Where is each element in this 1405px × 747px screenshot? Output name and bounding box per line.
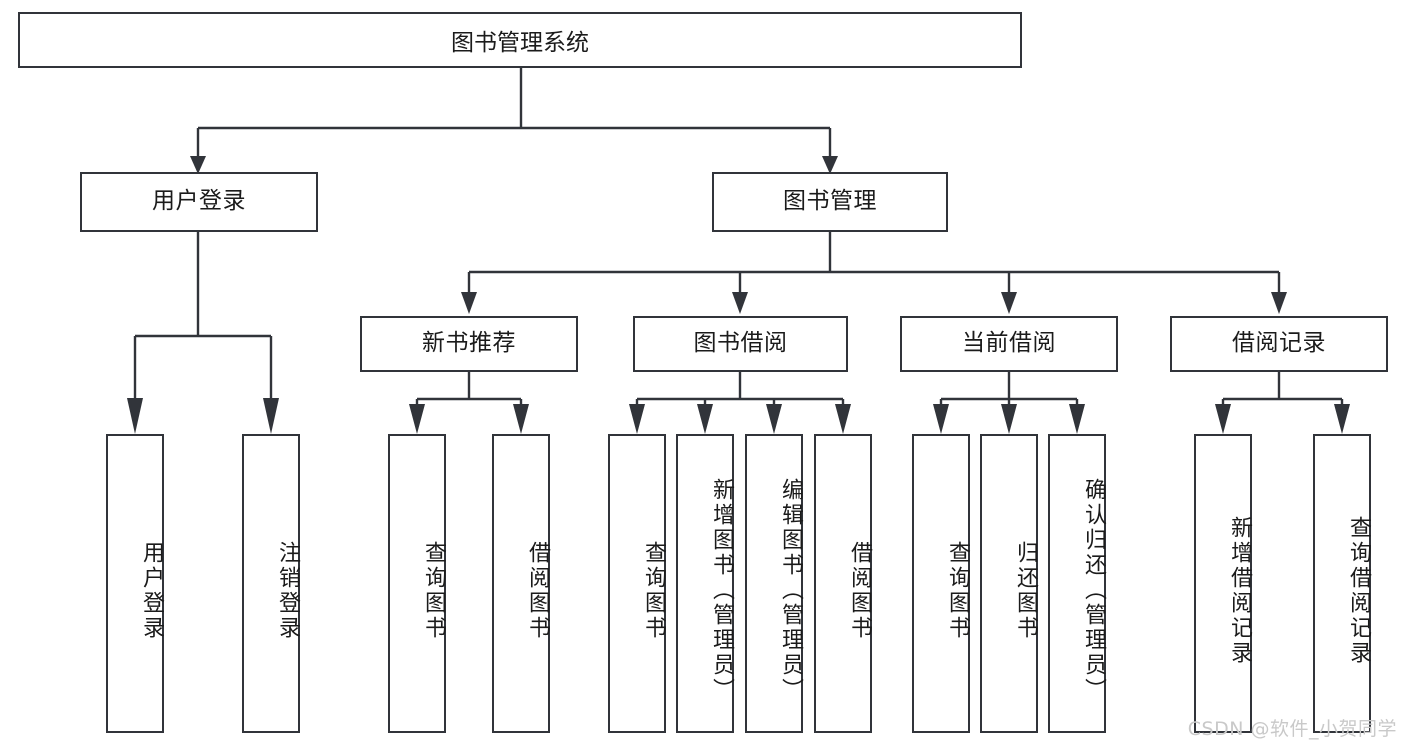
arrow-borrow-record [1271,292,1287,314]
arrow-nb-leaf-1 [409,404,425,434]
node-borrow-record[interactable]: 借阅记录 [1170,316,1388,372]
arrow-bb-leaf-2 [697,404,713,434]
arrow-new-book [461,292,477,314]
node-book-management[interactable]: 图书管理 [712,172,948,232]
arrow-leaf-user-login [127,398,143,434]
leaf-confirm-return-admin[interactable]: 确认归还（管理员） [1048,434,1106,733]
arrow-bb-leaf-4 [835,404,851,434]
node-root-system[interactable]: 图书管理系统 [18,12,1022,68]
arrow-book-borrow [732,292,748,314]
arrow-bb-leaf-3 [766,404,782,434]
leaf-add-borrow-record[interactable]: 新增借阅记录 [1194,434,1252,733]
leaf-add-book-admin[interactable]: 新增图书（管理员） [676,434,734,733]
leaf-query-book-borrow[interactable]: 查询图书 [608,434,666,733]
arrow-cb-leaf-3 [1069,404,1085,434]
node-user-login[interactable]: 用户登录 [80,172,318,232]
leaf-borrow-book[interactable]: 借阅图书 [814,434,872,733]
arrow-leaf-logout [263,398,279,434]
leaf-return-book[interactable]: 归还图书 [980,434,1038,733]
leaf-edit-book-admin[interactable]: 编辑图书（管理员） [745,434,803,733]
arrow-cb-leaf-2 [1001,404,1017,434]
leaf-query-book-recommend[interactable]: 查询图书 [388,434,446,733]
node-book-borrow[interactable]: 图书借阅 [633,316,848,372]
leaf-borrow-book-recommend[interactable]: 借阅图书 [492,434,550,733]
leaf-user-login[interactable]: 用户登录 [106,434,164,733]
arrow-br-leaf-2 [1334,404,1350,434]
leaf-logout[interactable]: 注销登录 [242,434,300,733]
csdn-watermark: CSDN @软件_小贺同学 [1187,718,1397,740]
node-current-borrow[interactable]: 当前借阅 [900,316,1118,372]
arrow-br-leaf-1 [1215,404,1231,434]
leaf-query-borrow-record[interactable]: 查询借阅记录 [1313,434,1371,733]
node-new-book-recommend[interactable]: 新书推荐 [360,316,578,372]
arrow-current-borrow [1001,292,1017,314]
arrow-cb-leaf-1 [933,404,949,434]
arrow-bb-leaf-1 [629,404,645,434]
leaf-query-book-current[interactable]: 查询图书 [912,434,970,733]
arrow-nb-leaf-2 [513,404,529,434]
